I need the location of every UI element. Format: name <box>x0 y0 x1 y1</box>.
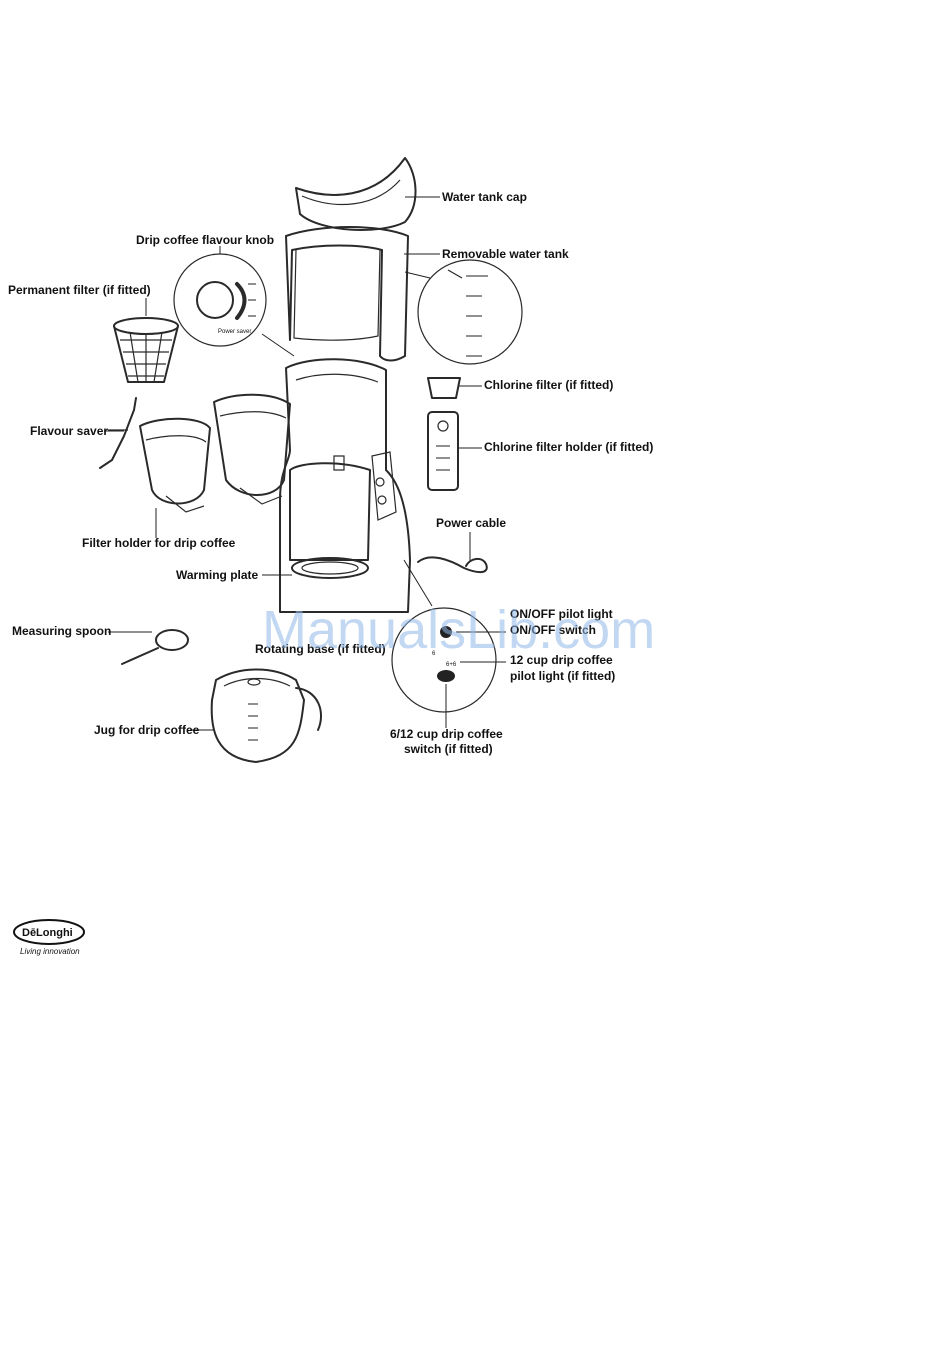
leader-line <box>403 559 433 607</box>
watermark-text: ManualsLib.com <box>262 600 655 660</box>
logo-tagline: Living innovation <box>20 947 80 956</box>
label-water-tank-cap: Water tank cap <box>442 190 527 204</box>
water-level-detail <box>417 259 523 365</box>
label-chlorine-filter-holder: Chlorine filter holder (if fitted) <box>484 440 653 454</box>
label-switch: ON/OFF switch <box>510 623 596 637</box>
label-pilot-light: ON/OFF pilot light <box>510 607 613 621</box>
leader-line <box>261 333 295 357</box>
label-removable-water-tank: Removable water tank <box>442 247 569 261</box>
measuring-spoon-illustration <box>121 629 189 665</box>
label-rotating-base: Rotating base (if fitted) <box>255 642 386 656</box>
label-612-switch-line1: 6/12 cup drip coffee <box>390 727 503 741</box>
jug-illustration <box>210 668 322 763</box>
label-12-cup-line1: 12 cup drip coffee <box>510 653 613 667</box>
label-permanent-filter: Permanent filter (if fitted) <box>8 283 151 297</box>
chlorine-filter-holder-illustration <box>427 411 459 491</box>
label-flavour-saver: Flavour saver <box>30 424 108 438</box>
panel-six-text: 6 <box>432 651 436 657</box>
label-warming-plate: Warming plate <box>176 568 259 582</box>
panel-twelve-text: 6+6 <box>446 662 457 668</box>
power-cable-illustration <box>417 556 488 574</box>
knob-power-saver-text: Power saver <box>218 329 251 335</box>
flavour-saver-illustration <box>99 397 137 469</box>
label-filter-holder: Filter holder for drip coffee <box>82 536 236 550</box>
label-612-switch-line2: switch (if fitted) <box>404 742 493 756</box>
label-jug: Jug for drip coffee <box>94 723 200 737</box>
label-chlorine-filter: Chlorine filter (if fitted) <box>484 378 613 392</box>
label-drip-coffee-flavour-knob: Drip coffee flavour knob <box>136 233 274 247</box>
control-panel-detail: 6 6+6 <box>391 607 497 713</box>
label-power-cable: Power cable <box>436 516 506 530</box>
delonghi-logo: DēLonghi <box>13 919 85 945</box>
water-tank-cap-illustration <box>295 157 417 231</box>
flavour-knob-detail: Power saver <box>173 253 267 347</box>
chlorine-filter-illustration <box>427 377 461 399</box>
label-measuring-spoon: Measuring spoon <box>12 624 111 638</box>
water-tank-illustration <box>285 226 409 362</box>
leader-line <box>404 271 431 279</box>
logo-brand-text: DēLonghi <box>22 927 73 939</box>
coffee-maker-body-illustration <box>279 358 411 613</box>
label-12-cup-line2: pilot light (if fitted) <box>510 669 615 683</box>
filter-holder-illustration <box>139 393 291 513</box>
permanent-filter-illustration <box>113 317 179 383</box>
